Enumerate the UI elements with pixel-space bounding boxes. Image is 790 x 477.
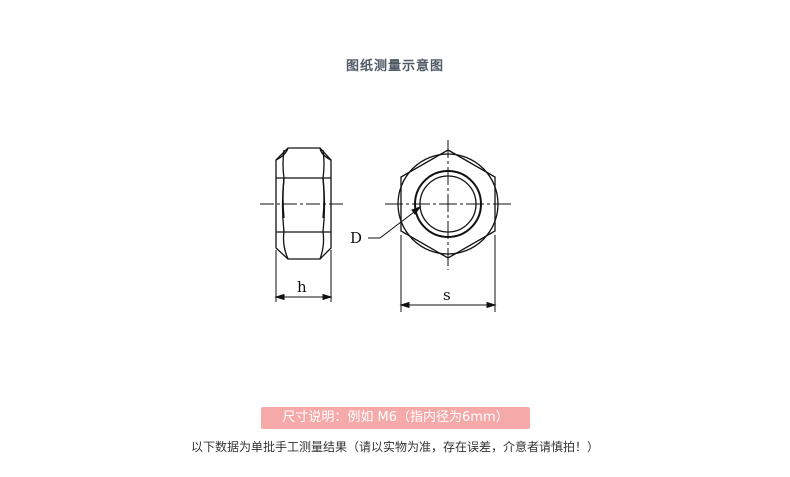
dimension-d-leader <box>368 205 422 239</box>
measure-note: 以下数据为单批手工测量结果（请以实物为准，存在误差，介意者请慎拍！） <box>190 440 599 454</box>
dimension-s <box>399 235 497 312</box>
label-h: h <box>297 278 307 296</box>
label-s: s <box>443 286 451 304</box>
dimension-h <box>274 250 333 302</box>
label-d: D <box>350 229 362 247</box>
page-title: 图纸测量示意图 <box>345 59 444 74</box>
size-note-badge: 尺寸说明：例如 M6（指内径为6mm） <box>261 407 530 429</box>
nut-side-view <box>275 147 332 260</box>
